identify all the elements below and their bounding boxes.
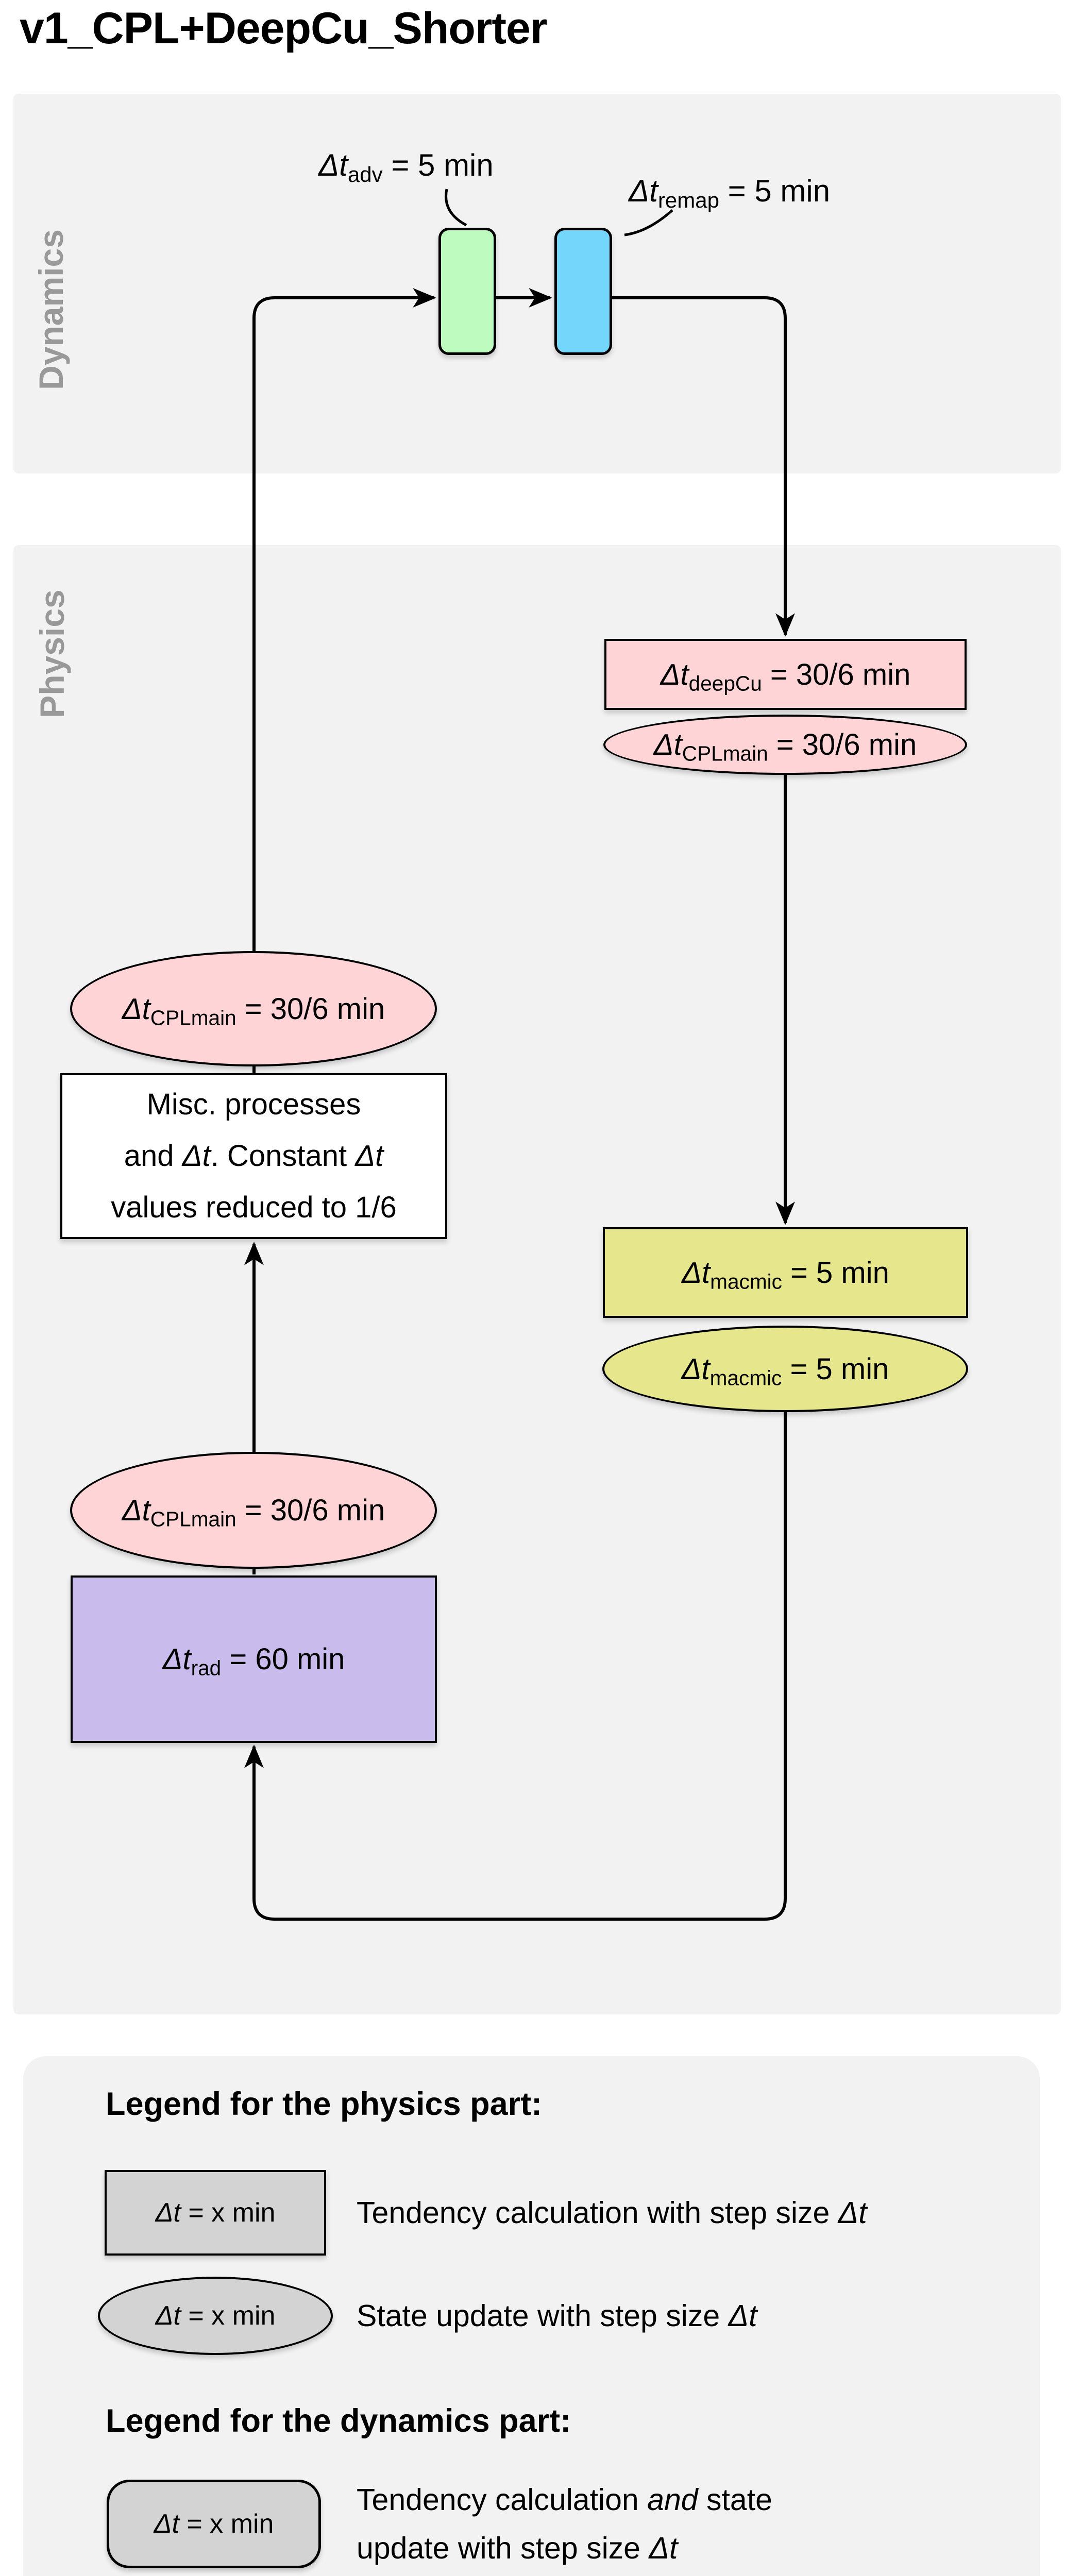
arrow-misc-to-dynamics: [252, 288, 436, 1073]
cplmain-state-update-ellipse-upper-left: ΔtCPLmain = 30/6 min: [70, 951, 437, 1066]
misc-line-3: values reduced to 1/6: [111, 1190, 397, 1224]
misc-line-1: Misc. processes: [146, 1088, 361, 1122]
macmic-box-label: Δtmacmic = 5 min: [682, 1256, 889, 1293]
macmic-ellipse-label: Δtmacmic = 5 min: [681, 1352, 889, 1389]
legend-tendency-shape-label: Δt = x min: [155, 2198, 276, 2228]
legend-dynamics-caption: Tendency calculation and state update wi…: [357, 2482, 772, 2565]
remap-dynamics-box: [554, 228, 612, 355]
legend-tendency-caption: Tendency calculation with step size Δt: [357, 2196, 867, 2230]
legend-state-update-shape: Δt = x min: [98, 2277, 333, 2355]
remap-timestep-annotation: Δtremap = 5 min: [629, 174, 831, 212]
legend-state-update-shape-label: Δt = x min: [155, 2301, 276, 2331]
dynamics-section-panel: [13, 94, 1061, 473]
macmic-tendency-box: Δtmacmic = 5 min: [603, 1227, 968, 1318]
legend-dynamics-heading: Legend for the dynamics part:: [106, 2403, 571, 2439]
misc-line-2: and Δt. Constant Δt: [124, 1139, 384, 1173]
cplmain-state-update-ellipse-lower-left: ΔtCPLmain = 30/6 min: [70, 1452, 437, 1569]
rad-tendency-box: Δtrad = 60 min: [71, 1575, 437, 1743]
legend-state-update-caption: State update with step size Δt: [357, 2299, 757, 2333]
adv-dynamics-box: [438, 228, 496, 355]
arrow-remap-to-deepcu: [611, 296, 795, 637]
rad-label: Δtrad = 60 min: [162, 1642, 345, 1680]
adv-timestep-annotation: Δtadv = 5 min: [318, 148, 494, 187]
deepcu-label: ΔtdeepCu = 30/6 min: [660, 657, 911, 695]
remap-annotation-pointer: [624, 209, 673, 236]
legend-physics-heading: Legend for the physics part:: [106, 2086, 543, 2122]
macmic-state-update-ellipse: Δtmacmic = 5 min: [602, 1326, 968, 1412]
adv-annotation-pointer: [445, 189, 467, 227]
cplmain-state-update-ellipse-right: ΔtCPLmain = 30/6 min: [603, 715, 967, 775]
misc-processes-box: Misc. processes and Δt. Constant Δt valu…: [60, 1073, 447, 1239]
legend-dynamics-shape-label: Δt = x min: [154, 2509, 274, 2539]
cplmain-lower-left-label: ΔtCPLmain = 30/6 min: [122, 1494, 385, 1531]
page-title: v1_CPL+DeepCu_Shorter: [20, 4, 547, 53]
cplmain-right-label: ΔtCPLmain = 30/6 min: [653, 728, 917, 766]
cplmain-upper-left-label: ΔtCPLmain = 30/6 min: [122, 992, 385, 1029]
deepcu-tendency-box: ΔtdeepCu = 30/6 min: [604, 639, 967, 710]
legend-dynamics-shape: Δt = x min: [107, 2480, 321, 2568]
arrow-macmic-to-rad: [244, 1411, 787, 1921]
legend-tendency-shape: Δt = x min: [105, 2170, 326, 2256]
